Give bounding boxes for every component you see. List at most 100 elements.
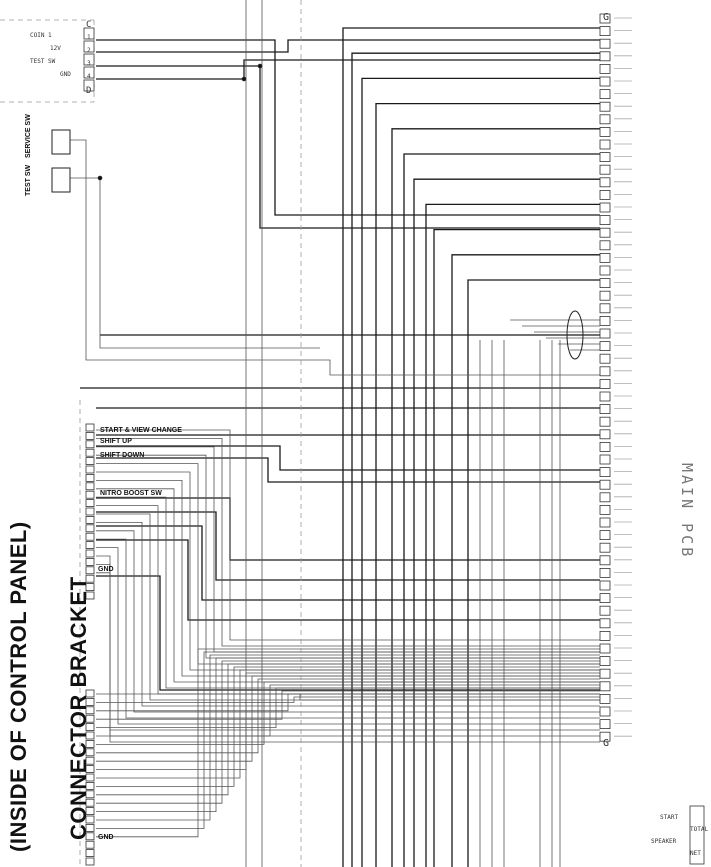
right-pin-letter-bottom: G (603, 738, 610, 749)
bracket-pin (85, 574, 95, 583)
wire (96, 522, 600, 707)
wire (96, 555, 600, 731)
main-pcb-pin (599, 64, 611, 74)
top-left-label-coin: COIN 1 (30, 32, 52, 39)
bracket-pin (85, 583, 95, 591)
main-pcb-pin (599, 366, 611, 377)
top-left-label-gnd: GND (60, 71, 71, 78)
main-pcb-pin (599, 492, 611, 503)
bracket-pin (85, 524, 95, 533)
wire (342, 27, 600, 867)
bottom-right-label-total: TOTAL (690, 826, 709, 833)
main-pcb-pin (599, 13, 611, 24)
wire (96, 648, 600, 838)
main-pcb-pin (599, 38, 611, 49)
bracket-pin (85, 516, 95, 524)
wire (96, 564, 600, 737)
bracket-pin (85, 714, 95, 723)
wire (96, 530, 600, 713)
start-view-change-label: START & VIEW CHANGE (100, 427, 182, 434)
main-pcb-pin (599, 51, 611, 62)
wire (96, 511, 600, 581)
top-connector-pin-3: 3 (87, 60, 91, 67)
shift-up-label: SHIFT UP (100, 438, 132, 445)
bracket-pin (85, 507, 95, 516)
bracket-pin (85, 591, 95, 600)
bracket-pin (85, 824, 95, 832)
bracket-pin (85, 790, 95, 799)
nitro-boost-label: NITRO BOOST SW (100, 490, 162, 497)
wire (391, 128, 600, 867)
top-left-label-test: TEST SW (30, 58, 56, 65)
main-pcb-pin (599, 127, 611, 137)
wire (451, 254, 600, 867)
gnd-label-upper: GND (98, 566, 114, 573)
bracket-pin (85, 756, 95, 765)
main-pcb-pin (599, 215, 611, 226)
main-pcb-pin (599, 265, 611, 276)
bottom-right-label-net: NET (690, 850, 701, 857)
main-pcb-pin (599, 101, 611, 112)
main-pcb-pin (599, 328, 611, 339)
test-switch-label: TEST SW (25, 164, 32, 196)
main-pcb-pin (599, 252, 611, 263)
bracket-pin (85, 723, 95, 731)
main-pcb-pin (599, 353, 611, 364)
wire (96, 572, 600, 743)
main-pcb-pin (599, 454, 611, 465)
connector-bracket-title: CONNECTOR BRACKET (66, 576, 91, 840)
main-pcb-pin (599, 26, 611, 37)
bracket-pin (85, 549, 95, 558)
bracket-pin (85, 558, 95, 566)
wire (96, 675, 600, 762)
bracket-pin (85, 689, 95, 698)
main-pcb-pin (599, 189, 611, 200)
wire (96, 690, 600, 720)
top-connector-pin-1: 1 (87, 34, 91, 41)
bracket-pin (85, 731, 95, 740)
main-pcb-pin (599, 76, 611, 87)
bracket-pin (85, 782, 95, 790)
main-pcb-pin (599, 290, 611, 301)
main-pcb-pin (599, 315, 611, 326)
main-pcb-pin (599, 441, 611, 452)
main-pcb-pin (599, 378, 611, 389)
wire (96, 657, 600, 812)
main-pcb-pin (599, 580, 611, 591)
main-pcb-pin (599, 479, 611, 490)
wire (96, 445, 600, 471)
wire (413, 178, 600, 867)
bracket-pin (85, 499, 95, 508)
wire (96, 463, 600, 665)
bracket-pin (85, 765, 95, 773)
wire (403, 153, 600, 867)
wire-junction (241, 76, 247, 82)
bottom-connector (689, 805, 705, 865)
main-pcb-pin (599, 177, 611, 188)
wire (467, 279, 600, 867)
top-connector-pin (83, 66, 95, 79)
bracket-pin (85, 706, 95, 715)
top-connector-pin-4: 4 (87, 73, 91, 80)
wire (96, 437, 600, 647)
main-pcb-pin (599, 694, 611, 704)
wire (96, 651, 600, 829)
wire (96, 669, 600, 779)
main-pcb-pin (599, 542, 611, 553)
wire (96, 65, 600, 229)
main-pcb-pin (599, 504, 611, 515)
main-pcb-pin (599, 391, 611, 402)
main-pcb-pin (599, 202, 611, 213)
wire (96, 39, 600, 216)
wire (96, 538, 600, 719)
wire (96, 681, 600, 745)
main-pcb-pin (599, 643, 611, 654)
main-pcb-pin (599, 341, 611, 352)
bottom-right-label-start: START (660, 814, 679, 821)
wire (96, 547, 600, 725)
wire (96, 479, 600, 677)
wire (70, 139, 600, 376)
main-pcb-pin (599, 668, 611, 679)
wire (96, 654, 600, 821)
